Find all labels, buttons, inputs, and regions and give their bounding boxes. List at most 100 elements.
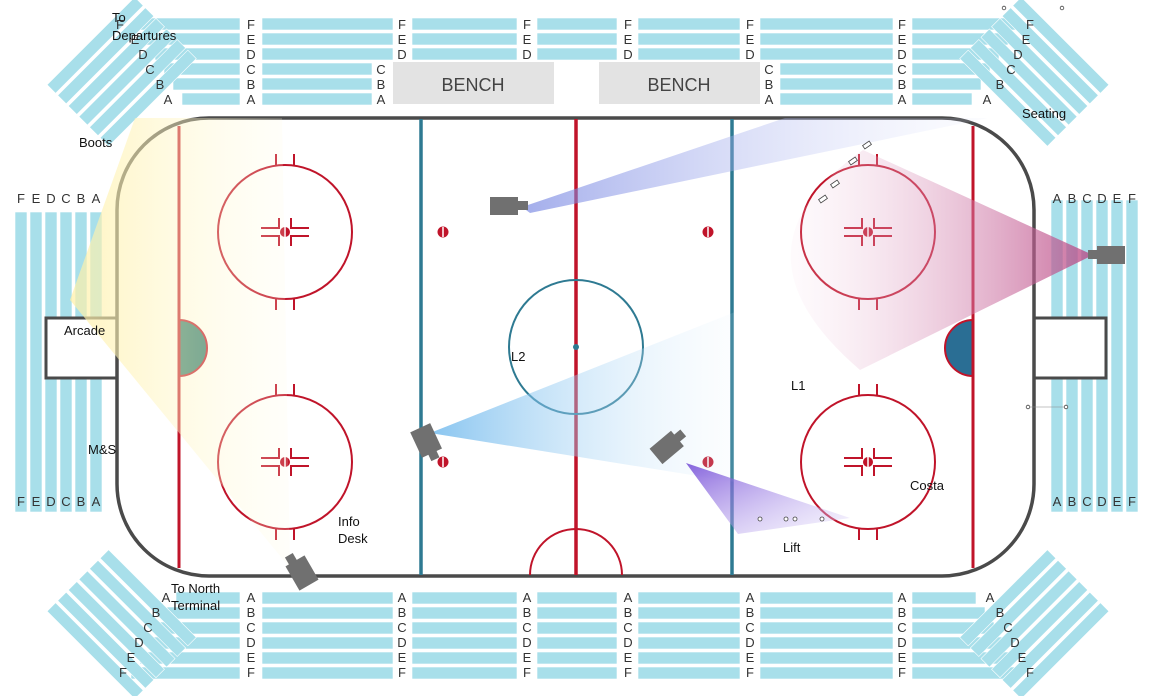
- seat-row[interactable]: [637, 47, 741, 61]
- seat-row[interactable]: [78, 28, 176, 126]
- seat-row[interactable]: [411, 666, 518, 680]
- row-label: A: [624, 590, 633, 605]
- seat-row[interactable]: [14, 211, 28, 513]
- seat-row[interactable]: [536, 591, 618, 605]
- seat-row[interactable]: [46, 0, 144, 94]
- seat-row[interactable]: [411, 17, 518, 31]
- seat-row[interactable]: [411, 621, 518, 635]
- seat-row[interactable]: [1110, 199, 1124, 513]
- row-label: A: [92, 191, 101, 206]
- seat-row[interactable]: [411, 651, 518, 665]
- seat-row[interactable]: [969, 559, 1067, 657]
- seat-row[interactable]: [759, 636, 894, 650]
- seat-row[interactable]: [759, 47, 894, 61]
- seat-row[interactable]: [536, 47, 618, 61]
- seat-row[interactable]: [181, 92, 241, 106]
- seat-row[interactable]: [411, 636, 518, 650]
- seat-row[interactable]: [536, 651, 618, 665]
- seat-row[interactable]: [175, 591, 241, 605]
- seat-row[interactable]: [1001, 7, 1099, 105]
- seat-row[interactable]: [536, 636, 618, 650]
- seat-row[interactable]: [411, 32, 518, 46]
- seat-row[interactable]: [759, 32, 894, 46]
- seat-row[interactable]: [1012, 0, 1110, 94]
- seat-row[interactable]: [637, 651, 741, 665]
- seat-row[interactable]: [959, 549, 1057, 647]
- seat-row[interactable]: [1125, 199, 1139, 513]
- seat-row[interactable]: [637, 591, 741, 605]
- cctv-camera-icon[interactable]: [281, 548, 319, 591]
- seat-row[interactable]: [637, 636, 741, 650]
- seat-row[interactable]: [759, 17, 894, 31]
- seat-row[interactable]: [779, 62, 894, 76]
- seat-row[interactable]: [991, 17, 1089, 115]
- seat-row[interactable]: [261, 77, 373, 91]
- seat-row[interactable]: [779, 92, 894, 106]
- seat-row[interactable]: [536, 606, 618, 620]
- label-to-north-terminal-1: To North: [171, 581, 220, 596]
- seat-row[interactable]: [536, 666, 618, 680]
- cctv-camera-icon[interactable]: [490, 197, 528, 215]
- seat-row[interactable]: [261, 651, 394, 665]
- label-costa: Costa: [910, 478, 945, 493]
- seat-row[interactable]: [78, 570, 176, 668]
- seat-row[interactable]: [29, 211, 43, 513]
- seat-row[interactable]: [1001, 591, 1099, 689]
- seat-row[interactable]: [959, 49, 1057, 147]
- seat-row[interactable]: [46, 602, 144, 696]
- seat-row[interactable]: [57, 7, 155, 105]
- seat-row[interactable]: [759, 606, 894, 620]
- seat-row[interactable]: [261, 621, 394, 635]
- seat-row[interactable]: [536, 17, 618, 31]
- seat-row[interactable]: [261, 636, 394, 650]
- seat-row[interactable]: [969, 39, 1067, 137]
- row-label: C: [1082, 494, 1091, 509]
- seat-row[interactable]: [67, 581, 165, 679]
- seat-row[interactable]: [67, 17, 165, 115]
- seat-row[interactable]: [411, 591, 518, 605]
- seat-row[interactable]: [759, 621, 894, 635]
- seat-row[interactable]: [759, 591, 894, 605]
- seat-row[interactable]: [637, 666, 741, 680]
- seat-row[interactable]: [261, 32, 394, 46]
- seat-row[interactable]: [99, 549, 197, 647]
- cctv-camera-icon[interactable]: [1088, 246, 1125, 264]
- seat-row[interactable]: [261, 92, 373, 106]
- seat-row[interactable]: [261, 47, 394, 61]
- seat-row[interactable]: [536, 621, 618, 635]
- seat-row[interactable]: [1012, 602, 1110, 696]
- seat-row[interactable]: [980, 570, 1078, 668]
- row-label: C: [61, 191, 70, 206]
- seat-row[interactable]: [637, 17, 741, 31]
- seat-row[interactable]: [411, 606, 518, 620]
- seat-row[interactable]: [261, 666, 394, 680]
- seat-row[interactable]: [99, 49, 197, 147]
- seat-row[interactable]: [536, 32, 618, 46]
- row-label: F: [398, 665, 406, 680]
- seat-row[interactable]: [911, 591, 977, 605]
- seat-row[interactable]: [637, 32, 741, 46]
- seat-row[interactable]: [261, 17, 394, 31]
- seat-row[interactable]: [261, 591, 394, 605]
- seat-row[interactable]: [172, 77, 241, 91]
- seat-row[interactable]: [411, 47, 518, 61]
- seat-row[interactable]: [89, 39, 187, 137]
- seat-row[interactable]: [261, 606, 394, 620]
- seat-row[interactable]: [911, 77, 982, 91]
- seat-row[interactable]: [911, 606, 986, 620]
- seat-row[interactable]: [759, 651, 894, 665]
- cctv-camera-icon[interactable]: [649, 426, 690, 465]
- row-label: A: [377, 92, 386, 107]
- seat-row[interactable]: [637, 606, 741, 620]
- seat-row[interactable]: [57, 591, 155, 689]
- seat-row[interactable]: [980, 28, 1078, 126]
- row-label: A: [765, 92, 774, 107]
- seat-row[interactable]: [759, 666, 894, 680]
- cctv-camera-icon[interactable]: [410, 423, 445, 464]
- seat-row[interactable]: [261, 62, 373, 76]
- seat-row[interactable]: [991, 581, 1089, 679]
- seat-row[interactable]: [911, 92, 973, 106]
- seat-row[interactable]: [637, 621, 741, 635]
- seat-row[interactable]: [89, 559, 187, 657]
- seat-row[interactable]: [779, 77, 894, 91]
